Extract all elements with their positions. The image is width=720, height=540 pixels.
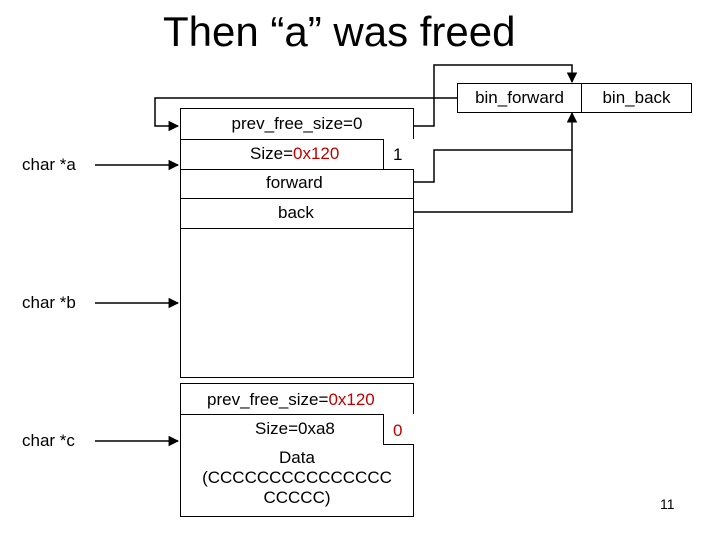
chunk-c-data: Data (CCCCCCCCCCCCCCC CCCCC) — [180, 448, 414, 508]
bin-back-label: bin_back — [602, 88, 671, 107]
pointer-a-label: char *a — [22, 155, 76, 174]
bin-back-box: bin_back — [581, 83, 692, 113]
bin-forward-box: bin_forward — [457, 83, 582, 113]
chunk-a-back-cell — [180, 198, 414, 229]
chunk-a-prev-free-size: prev_free_size=0 — [231, 114, 363, 133]
back-to-bin-back-arrow — [414, 150, 573, 213]
chunk-c-size-cell — [180, 414, 414, 445]
chunk-c-prev-free-size-value: 0x120 — [328, 390, 375, 409]
chunk-c-flag-cell — [383, 414, 414, 445]
chunk-c-size: Size=0xa8 — [255, 419, 335, 438]
chunk-c-flag: 0 — [393, 421, 403, 440]
chunk-c-data-line3: CCCCC) — [263, 488, 331, 507]
chunk-c-prev-free-size: prev_free_size=0x120 — [207, 390, 375, 409]
chunk-c-data-line1: Data — [279, 448, 315, 467]
chunk-to-bin-forward-arrow — [414, 64, 578, 127]
chunk-a-back: back — [278, 203, 314, 222]
chunk-a-flag: 1 — [393, 145, 403, 164]
forward-to-bin-back-arrow — [414, 111, 578, 183]
chunk-a-prev-free-size-cell: prev_free_size=0 — [180, 108, 414, 140]
page-number: 11 — [660, 496, 675, 512]
chunk-a-size-value: 0x120 — [293, 144, 340, 163]
slide-title: Then “a” was freed — [163, 8, 516, 55]
chunk-a-size: Size=0x120 — [250, 144, 340, 163]
chunk-a-flag-cell — [383, 139, 414, 170]
chunk-c-data-line2: (CCCCCCCCCCCCCCC — [202, 468, 392, 487]
bin-forward-label: bin_forward — [475, 88, 564, 107]
pointer-c-label: char *c — [22, 431, 75, 450]
chunk-a-forward-cell — [180, 169, 414, 199]
bin-forward-arrow — [154, 97, 457, 132]
pointer-b-label: char *b — [22, 293, 76, 312]
chunk-a-forward: forward — [266, 173, 323, 192]
